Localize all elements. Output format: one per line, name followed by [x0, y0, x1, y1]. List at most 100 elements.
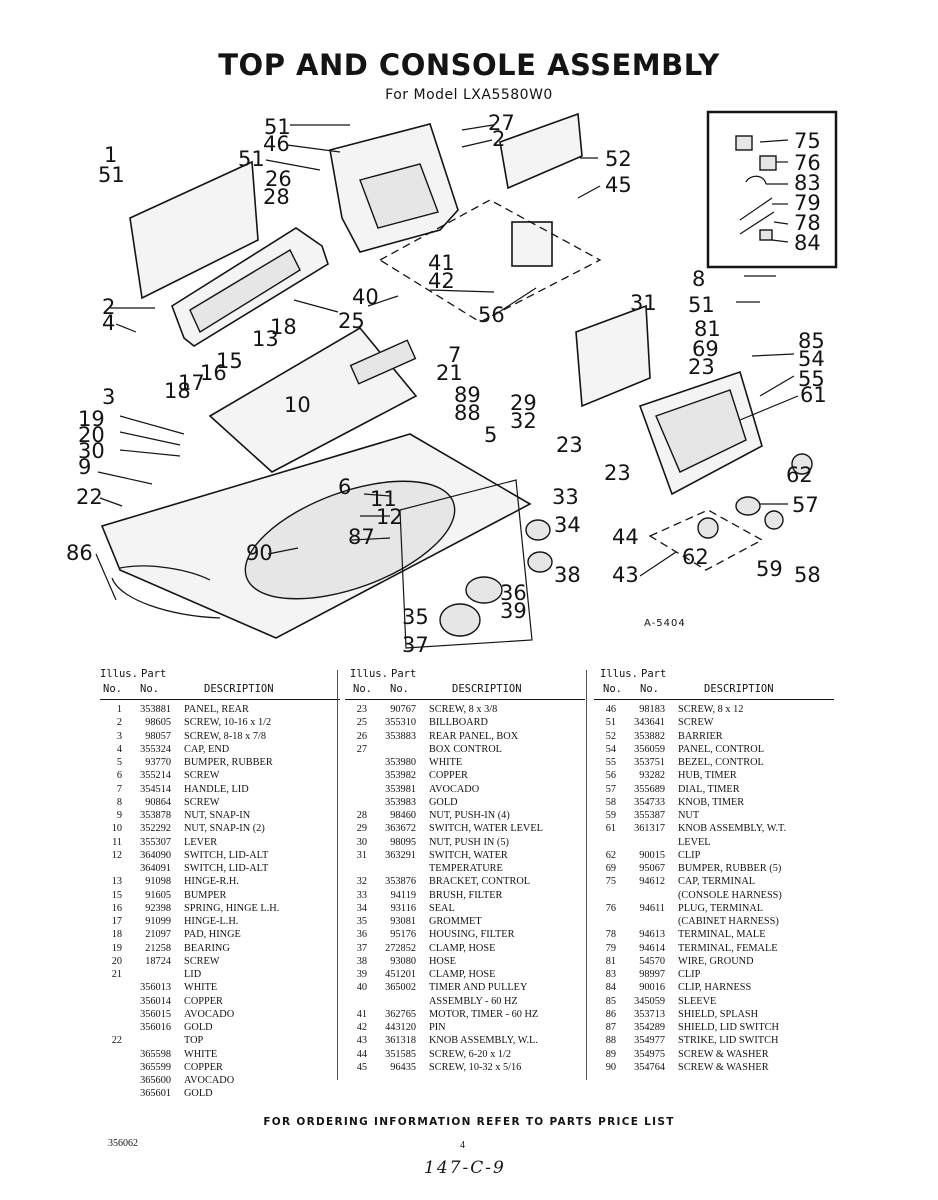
description: GOLD: [184, 1088, 213, 1100]
description: CAP, END: [184, 743, 230, 755]
part-no: 355689: [634, 783, 665, 795]
description: SHIELD, LID SWITCH: [678, 1022, 779, 1033]
callout-25: 25: [338, 309, 365, 333]
illus-no: 1: [116, 704, 122, 715]
illus-no: 76: [605, 902, 616, 914]
header-description: DESCRIPTION: [452, 683, 522, 695]
illus-no: 33: [356, 889, 367, 901]
description: BRACKET, CONTROL: [429, 876, 531, 888]
description: BARRIER: [678, 730, 723, 742]
part-no: 354975: [634, 1048, 665, 1060]
part-no: 21097: [145, 929, 171, 941]
illus-no: 11: [112, 836, 122, 848]
control-bracket-shape: [575, 304, 651, 408]
part-no: 94611: [639, 902, 665, 914]
illus-no: 79: [605, 942, 616, 954]
callout-46: 46: [263, 132, 290, 156]
diagram-code: A-5404: [644, 618, 686, 629]
callout-54: 54: [798, 347, 825, 371]
diagram-callouts: 51 46 51 26 28 27 2 52 45 1 51 41 42 40 …: [66, 111, 827, 657]
column-divider: [337, 670, 338, 1080]
illus-no: 35: [356, 916, 367, 927]
description: GOLD: [429, 796, 458, 808]
description: SEAL: [429, 902, 455, 914]
part-no: 353751: [634, 757, 665, 768]
part-no: 352292: [140, 823, 171, 835]
part-no: 91098: [145, 876, 171, 888]
illus-no: 42: [356, 1022, 367, 1033]
header-part-no: No.: [140, 683, 159, 695]
part-no: 93770: [145, 757, 171, 768]
part-no: 94613: [639, 929, 665, 941]
description: CLAMP, HOSE: [429, 969, 496, 980]
description: LID: [184, 969, 202, 980]
description: AVOCADO: [184, 1008, 235, 1020]
illus-no: 45: [356, 1061, 367, 1073]
callout-1: 1: [104, 143, 117, 167]
callout-45: 45: [605, 173, 632, 197]
illus-no: 23: [356, 704, 367, 715]
callout-20: 20: [78, 423, 105, 447]
part-no: 94119: [390, 889, 416, 901]
part-no: 98183: [639, 704, 665, 715]
description: LEVEL: [678, 836, 711, 848]
timer-knob-shape: [764, 510, 784, 530]
illus-no: 52: [605, 730, 616, 742]
part-no: 98605: [145, 717, 171, 729]
description: AVOCADO: [184, 1075, 235, 1086]
illus-no: 83: [605, 969, 616, 980]
illus-no: 2: [116, 717, 122, 729]
header-description: DESCRIPTION: [204, 683, 274, 695]
part-no: 363291: [385, 849, 416, 861]
callout-88: 88: [454, 401, 481, 425]
filter-inset-box: [399, 479, 533, 649]
illus-no: 34: [356, 902, 367, 914]
description: SCREW & WASHER: [678, 1061, 769, 1073]
illus-no: 21: [111, 969, 122, 980]
callout-2a: 2: [492, 127, 505, 151]
part-no: 363672: [385, 823, 416, 835]
description: GOLD: [184, 1022, 213, 1033]
part-no: 90864: [145, 796, 171, 808]
illus-no: 25: [356, 717, 367, 729]
table-row: (CABINET HARNESS): [594, 915, 834, 928]
description: ASSEMBLY - 60 HZ: [429, 995, 518, 1007]
illus-no: 78: [605, 929, 616, 941]
callout-51b: 51: [238, 147, 265, 171]
description: SWITCH, LID-ALT: [184, 849, 269, 861]
callout-81: 81: [694, 317, 721, 341]
description: BUMPER, RUBBER: [184, 757, 273, 768]
part-no: 90016: [639, 982, 665, 994]
callout-62a: 62: [682, 545, 709, 569]
part-no: 356013: [140, 982, 171, 994]
illus-no: 19: [111, 942, 122, 954]
description: WIRE, GROUND: [678, 955, 754, 967]
description: KNOB ASSEMBLY, W.L.: [429, 1035, 538, 1047]
